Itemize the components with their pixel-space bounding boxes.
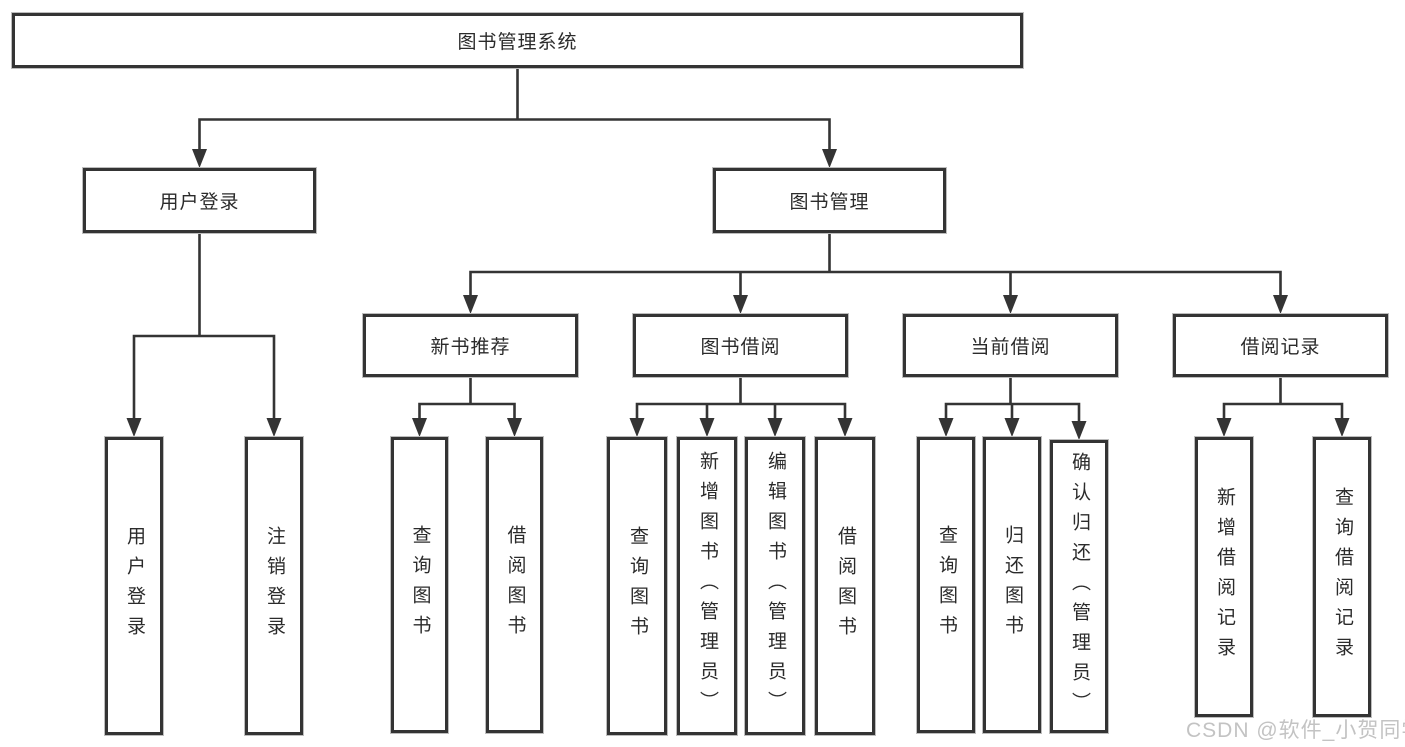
leaf-label: 查询图书 [626, 526, 648, 646]
leaf-label: 归还图书 [1001, 525, 1023, 645]
leaf-label: 确认归还（管理员） [1068, 451, 1090, 722]
leaf-borrowing-borrow-books: 借阅图书 [814, 436, 876, 736]
edge-root-to-level2 [198, 68, 831, 152]
node-current-borrowing: 当前借阅 [902, 313, 1119, 378]
edge-borrowing-to-leaves [635, 377, 847, 421]
leaf-borrowing-query-books: 查询图书 [606, 436, 668, 736]
leaf-recommend-query-books: 查询图书 [390, 436, 449, 734]
leaf-label: 编辑图书（管理员） [764, 451, 786, 721]
node-borrowing-records: 借阅记录 [1172, 313, 1389, 378]
leaf-label: 查询图书 [409, 525, 431, 645]
leaf-current-return-books: 归还图书 [982, 436, 1042, 734]
leaf-label: 查询借阅记录 [1331, 487, 1353, 667]
leaf-label: 查询图书 [935, 525, 957, 645]
arrowheads-level2 [192, 149, 837, 168]
node-book-borrowing: 图书借阅 [632, 313, 849, 378]
node-user-login: 用户登录 [82, 167, 317, 234]
leaf-label: 新增图书（管理员） [696, 451, 718, 721]
arrowheads-level3 [463, 295, 1288, 314]
leaf-label: 用户登录 [123, 526, 145, 646]
node-new-book-recommendation: 新书推荐 [362, 313, 579, 378]
leaf-user-login: 用户登录 [104, 436, 164, 736]
arrowheads-borrowing-leaves [629, 418, 853, 437]
edge-recommend-to-leaves [418, 377, 516, 421]
leaf-borrowing-add-book-admin: 新增图书（管理员） [676, 436, 738, 736]
edge-userlogin-to-leaves [132, 233, 276, 421]
leaf-logout: 注销登录 [244, 436, 304, 736]
leaf-records-query-borrow-record: 查询借阅记录 [1312, 436, 1372, 718]
arrowheads-current-leaves [938, 418, 1087, 440]
node-root: 图书管理系统 [11, 12, 1024, 69]
leaf-borrowing-edit-book-admin: 编辑图书（管理员） [744, 436, 806, 736]
leaf-label: 借阅图书 [834, 526, 856, 646]
leaf-recommend-borrow-books: 借阅图书 [485, 436, 544, 734]
edge-records-to-leaves [1222, 377, 1344, 421]
leaf-current-confirm-return-admin: 确认归还（管理员） [1049, 439, 1109, 734]
leaf-label: 借阅图书 [504, 525, 526, 645]
leaf-label: 注销登录 [263, 526, 285, 646]
leaf-records-add-borrow-record: 新增借阅记录 [1194, 436, 1254, 718]
watermark-csdn: CSDN @软件_小贺同学 [1186, 719, 1405, 742]
arrowheads-records-leaves [1216, 418, 1350, 437]
arrowheads-recommend-leaves [412, 418, 522, 437]
node-book-management: 图书管理 [712, 167, 947, 234]
leaf-label: 新增借阅记录 [1213, 487, 1235, 667]
edge-current-to-leaves [944, 377, 1081, 424]
arrowheads-userlogin-leaves [126, 418, 282, 437]
leaf-current-query-books: 查询图书 [916, 436, 976, 734]
edge-bookmgmt-to-level3 [469, 233, 1282, 298]
